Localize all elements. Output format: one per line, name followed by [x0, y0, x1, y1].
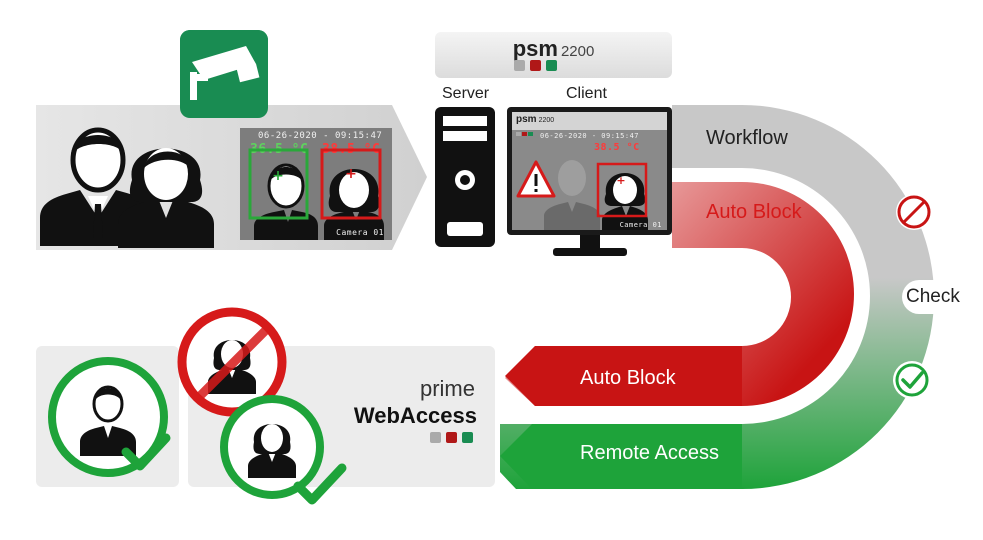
checkmark-icon: [121, 433, 171, 471]
person-female-icon: [118, 148, 214, 248]
svg-text:+: +: [616, 174, 625, 187]
forbidden-person-icon: [177, 307, 287, 417]
client-titlebar: [512, 112, 667, 130]
svg-text:+: +: [345, 166, 357, 182]
remote-access-label: Remote Access: [580, 442, 719, 464]
auto-block-bottom-label: Auto Block: [580, 367, 676, 389]
no-entry-icon: [896, 194, 932, 230]
client-timestamp: 06-26-2020 - 09:15:47: [540, 132, 640, 140]
check-label: Check: [906, 286, 960, 307]
brand-square-green: [546, 60, 557, 71]
monitor-stand: [553, 235, 627, 256]
remote-access-arrow-band: [500, 424, 742, 489]
warning-triangle-icon: [516, 160, 556, 198]
checkmark-icon: [293, 463, 347, 505]
cctv-camera-icon: [180, 30, 268, 118]
client-temp-high: 38.5 °C: [594, 142, 640, 153]
brand-prime: prime: [419, 376, 475, 401]
feed-camera-label: Camera 01: [336, 228, 384, 237]
auto-block-top-label: Auto Block: [706, 201, 802, 223]
camera-feed: 06-26-2020 - 09:15:47 36.5 °C 38.5 °C + …: [240, 128, 392, 240]
approved-person-female-icon: [220, 395, 324, 499]
client-label: Client: [566, 85, 607, 102]
client-feed-graphics: +: [516, 160, 648, 230]
client-brand-squares: [516, 123, 540, 136]
autoblock-arrow-band: [505, 346, 742, 406]
server-label: Server: [442, 85, 490, 102]
brand-square-red: [446, 432, 457, 443]
check-circle-icon: [893, 361, 931, 399]
brand-square-grey: [514, 60, 525, 71]
check-pill: [902, 280, 976, 314]
feed-faces: + +: [248, 148, 384, 240]
brand-square-green: [462, 432, 473, 443]
workflow-label: Workflow: [706, 127, 788, 149]
feed-timestamp: 06-26-2020 - 09:15:47: [258, 131, 383, 141]
webaccess-brand: prime WebAccess: [188, 346, 495, 487]
brand-webaccess: WebAccess: [353, 403, 477, 428]
psm-model: 2200: [560, 43, 595, 60]
brand-square-red: [530, 60, 541, 71]
psm-name: psm: [512, 36, 558, 61]
approved-person-icon: [48, 357, 168, 477]
server-tower-icon: [435, 107, 495, 247]
client-camera-label: Camera 01: [619, 221, 662, 229]
svg-text:+: +: [272, 168, 284, 184]
brand-square-grey: [430, 432, 441, 443]
